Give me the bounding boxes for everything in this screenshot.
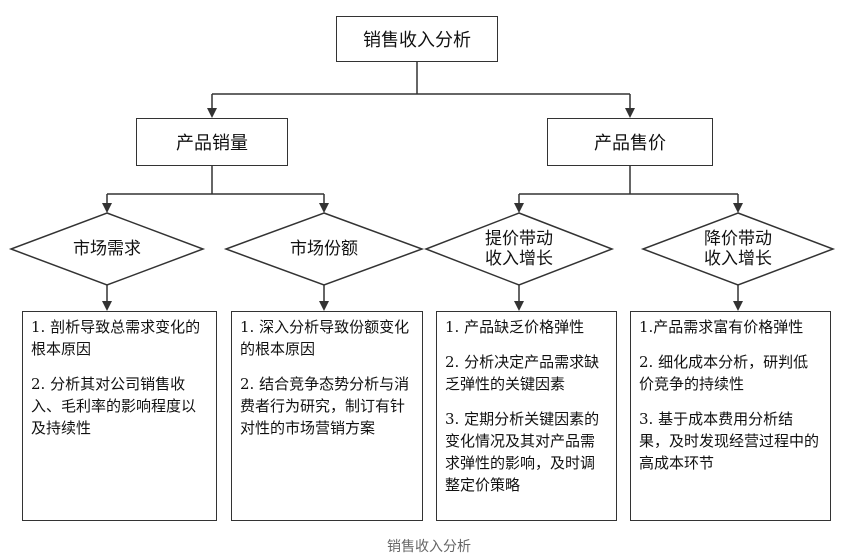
branch-node-sales-volume: 产品销量 [136,118,288,166]
factor-label-price-decrease: 降价带动 收入增长 [704,229,772,269]
branch-label: 产品销量 [176,133,248,154]
detail-box-price-decrease: 1.产品需求富有价格弹性 2. 细化成本分析，研判低价竞争的持续性 3. 基于成… [630,311,831,521]
detail-item: 1. 剖析导致总需求变化的根本原因 [31,318,201,358]
detail-box-price-increase: 1. 产品缺乏价格弹性 2. 分析决定产品需求缺乏弹性的关键因素 3. 定期分析… [436,311,617,521]
detail-item: 3. 基于成本费用分析结果，及时发现经营过程中的高成本环节 [639,410,820,472]
branch-node-sales-price: 产品售价 [547,118,713,166]
detail-item: 1. 产品缺乏价格弹性 [445,318,585,336]
detail-item: 1. 深入分析导致份额变化的根本原因 [240,318,410,358]
detail-item: 1.产品需求富有价格弹性 [639,318,804,336]
detail-box-market-share: 1. 深入分析导致份额变化的根本原因 2. 结合竞争态势分析与消费者行为研究，制… [231,311,423,521]
factor-label-market-share: 市场份额 [290,239,358,259]
factor-label-price-increase: 提价带动 收入增长 [485,229,553,269]
detail-box-market-demand: 1. 剖析导致总需求变化的根本原因 2. 分析其对公司销售收入、毛利率的影响程度… [22,311,217,521]
detail-item: 2. 结合竞争态势分析与消费者行为研究，制订有针对性的市场营销方案 [240,375,410,437]
detail-item: 2. 分析其对公司销售收入、毛利率的影响程度以及持续性 [31,375,197,437]
figure-caption: 销售收入分析 [387,539,471,555]
branch-label: 产品售价 [594,133,666,154]
root-node: 销售收入分析 [336,16,498,62]
root-label: 销售收入分析 [363,30,471,51]
detail-item: 3. 定期分析关键因素的变化情况及其对产品需求弹性的影响，及时调整定价策略 [445,410,600,494]
factor-label-market-demand: 市场需求 [73,239,141,259]
detail-item: 2. 细化成本分析，研判低价竞争的持续性 [639,353,809,393]
detail-item: 2. 分析决定产品需求缺乏弹性的关键因素 [445,353,600,393]
